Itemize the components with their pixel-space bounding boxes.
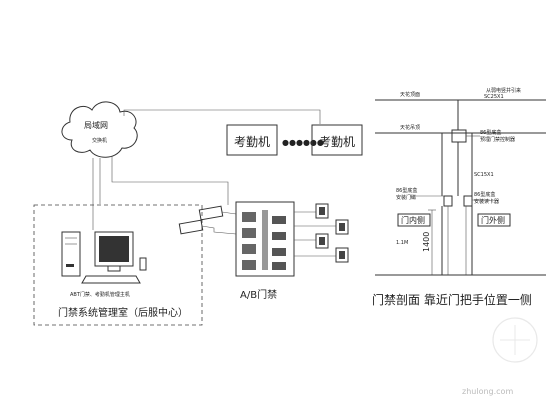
ellipsis-dots: ●●●●●● xyxy=(282,138,324,147)
door-frame xyxy=(441,195,473,275)
watermark-text: zhulong.com xyxy=(462,387,513,396)
svg-text:门内侧: 门内侧 xyxy=(401,215,425,225)
watermark-logo xyxy=(492,317,538,363)
ceiling-label: 天花顶面 xyxy=(400,91,420,98)
weak-current-label: 从弱电竖井引来 xyxy=(486,87,521,94)
management-room-box xyxy=(33,204,203,326)
room-title: 门禁系统管理室（后服中心） xyxy=(58,306,188,319)
attendance-machine-2: 考勤机 xyxy=(311,124,363,156)
card-reader-1 xyxy=(198,205,237,221)
pc-caption: ABT门禁、考勤机管理主机 xyxy=(70,291,130,298)
monitor xyxy=(94,231,134,272)
network-links xyxy=(92,109,321,230)
box-mid-label-1: 86型底盒 xyxy=(396,187,417,194)
attendance-machine-1: 考勤机 xyxy=(226,124,278,156)
door-device-2 xyxy=(335,219,349,235)
keyboard xyxy=(81,275,141,284)
height-label-1: 1.1M xyxy=(396,240,408,246)
pc-tower xyxy=(61,231,81,277)
door-device-4 xyxy=(335,247,349,263)
door-device-1 xyxy=(315,203,329,219)
door-outer-box: 门外侧 xyxy=(477,213,511,227)
height-label-2: 1400 xyxy=(422,232,431,252)
access-controller-board xyxy=(235,201,295,277)
controller-outputs xyxy=(294,211,336,257)
svg-text:门外侧: 门外侧 xyxy=(481,215,505,225)
box-mid-label-2: 安装门磁 xyxy=(396,194,416,201)
lan-cloud xyxy=(61,101,138,158)
cloud-title: 局域网 xyxy=(84,120,108,130)
controller-box xyxy=(451,129,467,143)
pipe-top-label: SC25X1 xyxy=(484,94,504,100)
wall-structure xyxy=(441,133,473,196)
box-top-label-2: 预埋门禁控制器 xyxy=(480,136,515,143)
svg-text:考勤机: 考勤机 xyxy=(234,135,270,149)
svg-text:考勤机: 考勤机 xyxy=(319,135,355,149)
speaker xyxy=(139,257,147,271)
pipe-mid-label: SC15X1 xyxy=(474,172,494,178)
box-top-label-1: 86型底盒 xyxy=(480,129,501,136)
controller-title: A/B门禁 xyxy=(240,288,277,301)
box-low-label-1: 86型底盒 xyxy=(474,191,495,198)
box-low-label-2: 安装读卡器 xyxy=(474,198,499,205)
top-conduit xyxy=(457,99,546,130)
section-title: 门禁剖面 靠近门把手位置一侧 xyxy=(372,292,532,307)
card-reader-2 xyxy=(178,219,237,235)
door-inner-box: 门内侧 xyxy=(397,213,431,227)
false-ceiling-label: 天花吊顶 xyxy=(400,124,420,131)
cloud-subtitle: 交换机 xyxy=(92,137,107,144)
door-device-3 xyxy=(315,233,329,249)
